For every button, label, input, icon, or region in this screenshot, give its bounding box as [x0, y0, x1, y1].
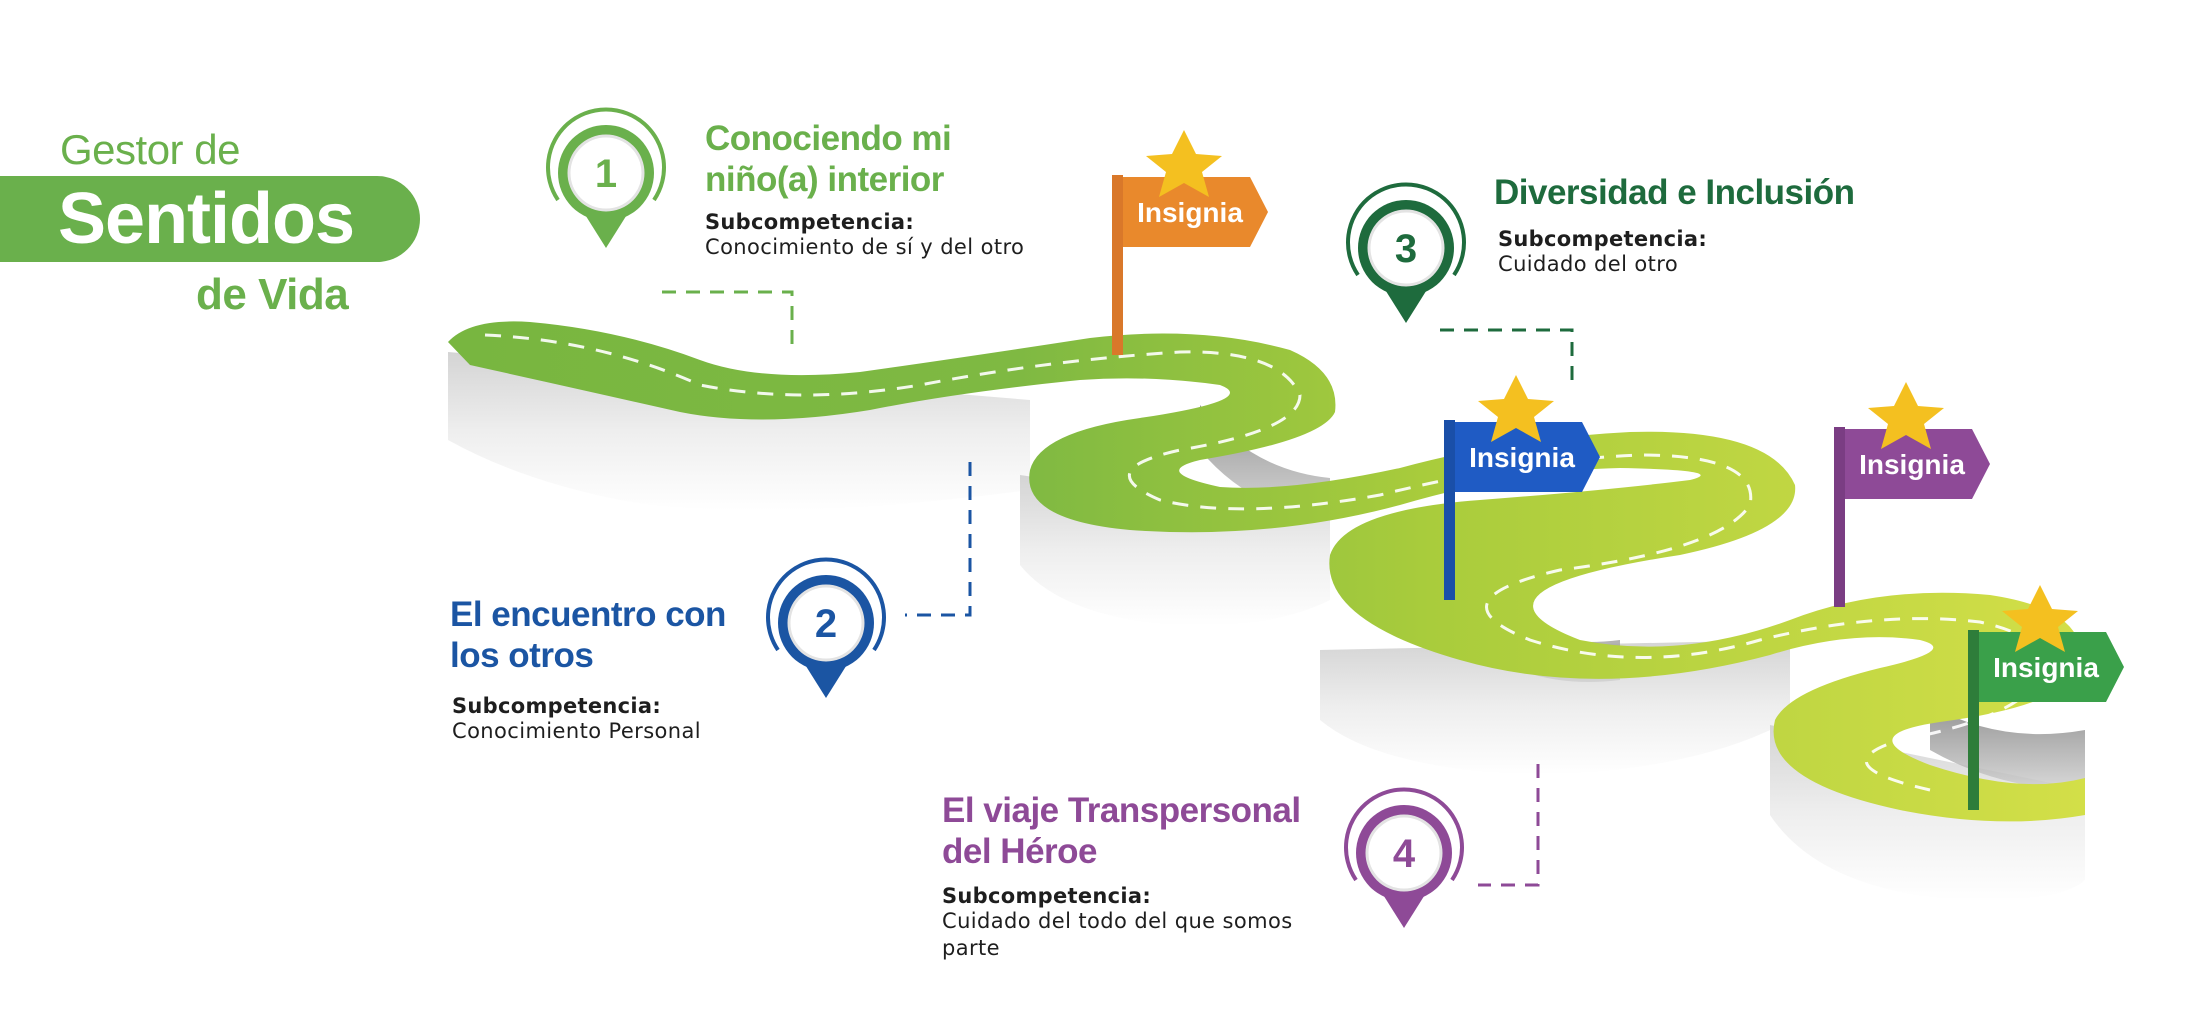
flag-3: Insignia: [1834, 382, 1990, 607]
brand-title: Sentidos: [58, 179, 355, 259]
flag-4: Insignia: [1968, 585, 2124, 810]
road-centerline: [484, 333, 2046, 792]
step-4-pin-icon: 4: [1344, 787, 1464, 928]
step-4-sub-label: Subcompetencia:: [942, 884, 1152, 908]
step-2-text: El encuentro con los otros Subcompetenci…: [450, 594, 726, 745]
step-1-text: Conociendo mi niño(a) interior Subcompet…: [705, 118, 1024, 261]
brand-bar: [0, 176, 420, 262]
star-icon: [2002, 585, 2078, 652]
star-icon: [1146, 130, 1222, 197]
step-4-title-line1: El viaje Transpersonal: [942, 791, 1301, 830]
star-icon: [1478, 375, 1554, 442]
step-2-number: 2: [815, 602, 837, 646]
road-surface: [448, 321, 2085, 822]
step-1-sub-text: Conocimiento de sí y del otro: [705, 235, 1025, 259]
flag-4-label: Insignia: [1993, 652, 2099, 683]
star-icon: [1868, 382, 1944, 449]
step-2-title-line1: El encuentro con: [450, 595, 726, 634]
flag-2: Insignia: [1444, 375, 1600, 600]
step-4-text: El viaje Transpersonal del Héroe Subcomp…: [942, 790, 1301, 962]
step-3-title-line1: Diversidad e Inclusión: [1494, 173, 1855, 212]
step-3-pin-icon: 3: [1346, 182, 1466, 323]
step-2-sub-text: Conocimiento Personal: [452, 719, 701, 743]
step-3-sub-label: Subcompetencia:: [1498, 227, 1708, 251]
step-2-pin-icon: 2: [766, 557, 886, 698]
step-2-title-line2: los otros: [450, 636, 594, 675]
step-1-title-line1: Conociendo mi: [705, 119, 952, 158]
step-1-title-line2: niño(a) interior: [705, 160, 944, 199]
brand-line3: de Vida: [196, 270, 349, 319]
step-1-number: 1: [595, 152, 617, 196]
step-4-number: 4: [1393, 832, 1416, 876]
step-1-sub-label: Subcompetencia:: [705, 210, 915, 234]
brand-line1: Gestor de: [60, 126, 240, 173]
step-4-title-line2: del Héroe: [942, 832, 1097, 871]
step-2-sub-label: Subcompetencia:: [452, 694, 662, 718]
flag-3-label: Insignia: [1859, 449, 1965, 480]
flag-1-label: Insignia: [1137, 197, 1243, 228]
step-3-number: 3: [1395, 227, 1417, 271]
flag-1: Insignia: [1112, 130, 1268, 355]
step-1-pin-icon: 1: [546, 107, 666, 248]
step-4-sub-text-line2: parte: [942, 936, 1000, 960]
flag-2-label: Insignia: [1469, 442, 1575, 473]
step-4-sub-text-line1: Cuidado del todo del que somos: [942, 909, 1293, 933]
connector-lines: [662, 290, 1574, 887]
step-3-text: Diversidad e Inclusión Subcompetencia: C…: [1494, 172, 1855, 278]
step-3-sub-text: Cuidado del otro: [1498, 252, 1679, 276]
